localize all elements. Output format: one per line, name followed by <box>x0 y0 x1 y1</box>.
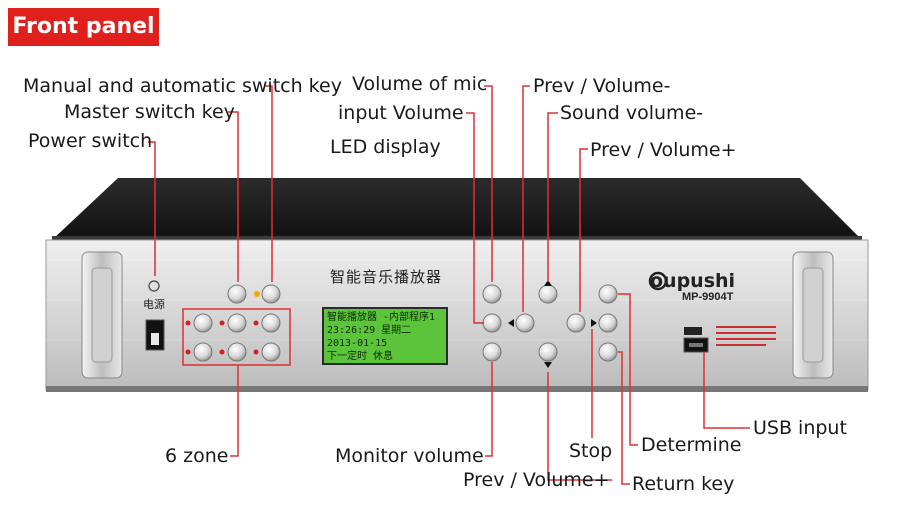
label-determine: Determine <box>641 434 742 456</box>
model-number: MP-9904T <box>682 291 734 303</box>
label-manual-auto-switch: Manual and automatic switch key <box>23 75 342 97</box>
label-power-switch: Power switch <box>28 130 153 152</box>
label-volume-of-mic: Volume of mic <box>352 73 488 95</box>
label-6-zone: 6 zone <box>165 445 229 467</box>
label-stop: Stop <box>569 440 613 462</box>
label-prev-volume-plus-top: Prev / Volume+ <box>590 139 737 161</box>
label-monitor-volume: Monitor volume <box>335 445 484 467</box>
label-sound-volume-minus: Sound volume- <box>560 102 704 124</box>
label-usb-input: USB input <box>753 417 847 439</box>
label-input-volume: input Volume <box>338 102 464 124</box>
lcd-line-2: 23:26:29 星期二 <box>327 325 412 336</box>
front-panel-title: Front panel <box>8 8 159 46</box>
label-prev-volume-minus: Prev / Volume- <box>533 75 671 97</box>
power-label: 电源 <box>143 298 165 311</box>
label-prev-volume-plus-bottom: Prev / Volume+ <box>463 469 610 491</box>
lcd-display: 智能播放器 -内部程序1 23:26:29 星期二 2013-01-15 下一定… <box>322 307 448 365</box>
label-return-key: Return key <box>632 473 735 495</box>
lcd-line-1: 智能播放器 -内部程序1 <box>327 312 436 323</box>
lcd-line-4: 下一定时 休息 <box>327 351 394 362</box>
brand-logo: oupushi <box>650 270 736 292</box>
device-title: 智能音乐播放器 <box>330 268 443 286</box>
label-led-display: LED display <box>330 136 441 158</box>
label-master-switch: Master switch key <box>64 101 235 123</box>
lcd-line-3: 2013-01-15 <box>327 338 388 349</box>
